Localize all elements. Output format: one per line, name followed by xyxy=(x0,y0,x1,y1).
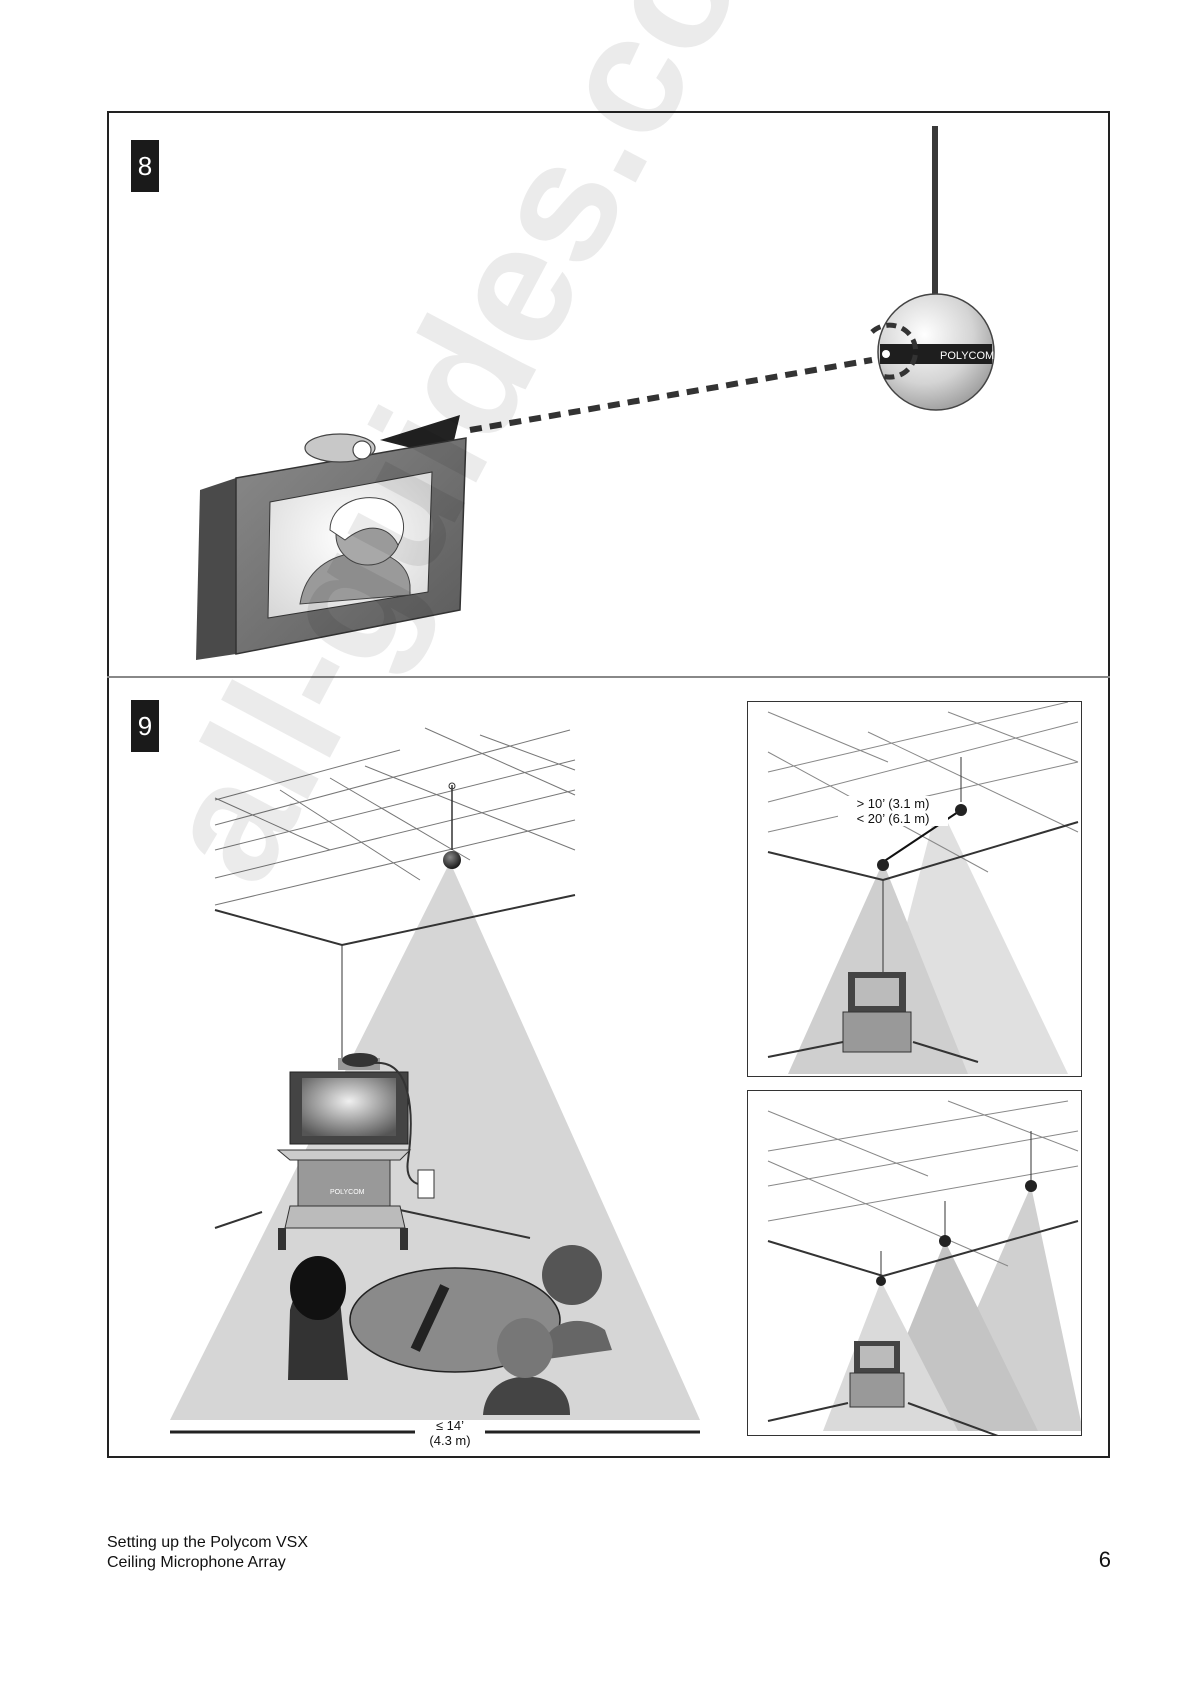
inset-three-mics-drawing xyxy=(748,1091,1082,1436)
inset-three-mics xyxy=(747,1090,1082,1436)
spacing-min: > 10’ (3.1 m) xyxy=(838,796,948,811)
room-depth-label: ≤ 14’ (4.3 m) xyxy=(415,1418,485,1448)
page-number: 6 xyxy=(1099,1547,1111,1573)
inset-two-mics: > 10’ (3.1 m) < 20’ (6.1 m) xyxy=(747,701,1082,1077)
ceiling-edge xyxy=(215,895,575,945)
inset-two-mics-drawing xyxy=(748,702,1082,1077)
footer-title-line1: Setting up the Polycom VSX xyxy=(107,1533,308,1553)
ceiling-grid xyxy=(215,728,575,905)
footer-title: Setting up the Polycom VSX Ceiling Micro… xyxy=(107,1533,308,1573)
cart-brand-label: POLYCOM xyxy=(330,1189,365,1196)
spacing-label: > 10’ (3.1 m) < 20’ (6.1 m) xyxy=(838,796,948,826)
room-depth-imperial: ≤ 14’ xyxy=(415,1418,485,1433)
participant-left xyxy=(288,1256,348,1380)
footer-title-line2: Ceiling Microphone Array xyxy=(107,1553,308,1573)
spacing-max: < 20’ (6.1 m) xyxy=(838,811,948,826)
room-depth-metric: (4.3 m) xyxy=(415,1433,485,1448)
ceiling-mic-small xyxy=(443,851,461,869)
